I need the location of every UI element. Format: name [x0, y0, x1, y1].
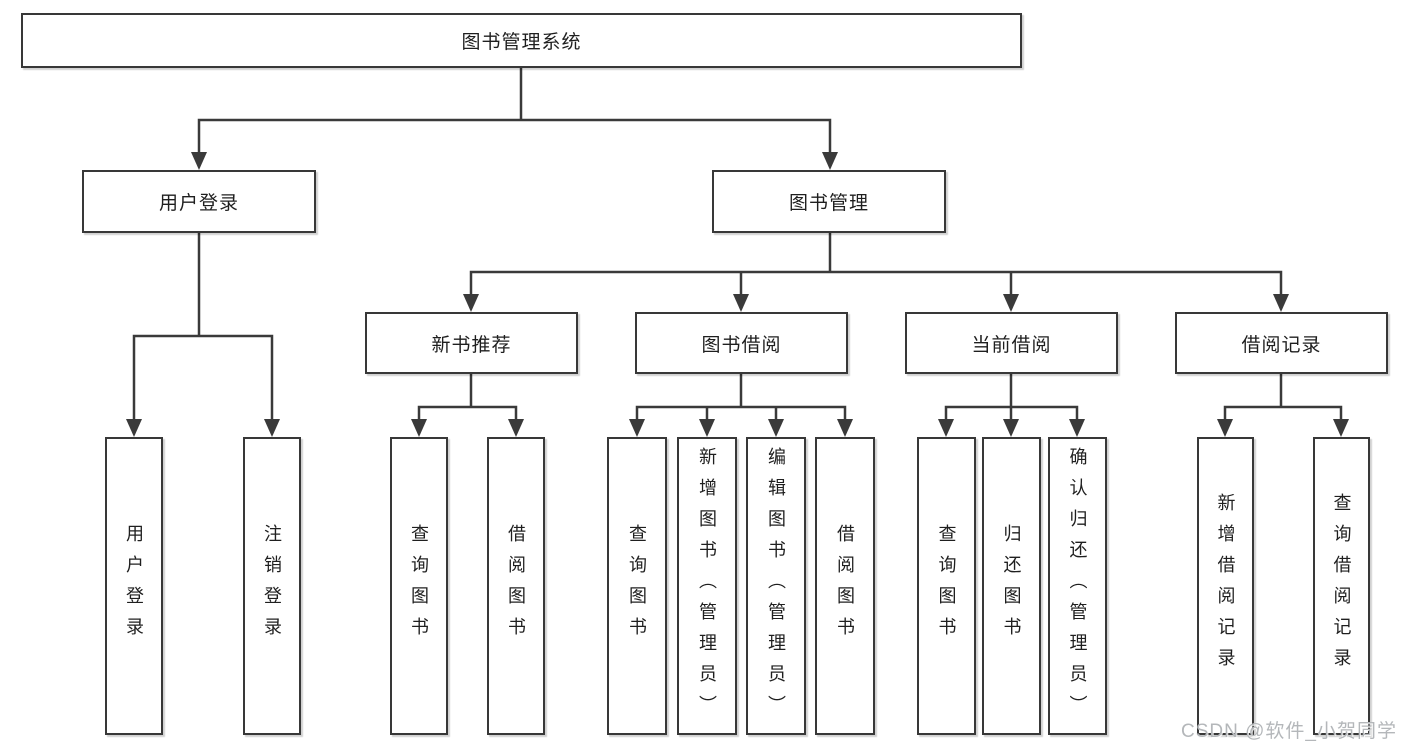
leaf-label: 查询图书 [627, 524, 647, 648]
node-book-management: 图书管理 [712, 170, 946, 233]
leaf-label: 借阅图书 [835, 524, 855, 648]
leaf-borrow-books-1: 借阅图书 [487, 437, 545, 735]
connector-borrow-leaves [635, 374, 847, 420]
leaf-label: 查询借阅记录 [1331, 493, 1352, 679]
node-new-book-recommend: 新书推荐 [365, 312, 578, 374]
leaf-query-borrow-record: 查询借阅记录 [1313, 437, 1370, 735]
leaf-label: 用户登录 [124, 524, 144, 648]
node-borrow-records: 借阅记录 [1175, 312, 1388, 374]
leaf-label: 注销登录 [262, 524, 282, 648]
arrowheads [126, 152, 1349, 437]
connector-newbook-leaves [417, 374, 518, 420]
connector-mgmt-level2 [469, 233, 1283, 295]
leaf-borrow-books-2: 借阅图书 [815, 437, 875, 735]
leaf-return-books: 归还图书 [982, 437, 1041, 735]
leaf-label: 归还图书 [1001, 524, 1022, 648]
node-book-borrow: 图书借阅 [635, 312, 848, 374]
leaf-add-borrow-record: 新增借阅记录 [1197, 437, 1254, 735]
leaf-user-login: 用户登录 [105, 437, 163, 735]
connector-records-leaves [1223, 374, 1343, 420]
leaf-label: 查询图书 [936, 524, 957, 648]
csdn-watermark: CSDN @软件_小贺同学 [1181, 721, 1397, 742]
node-library-system: 图书管理系统 [21, 13, 1022, 68]
leaf-label: 新增图书（管理员） [697, 446, 717, 726]
leaf-logout: 注销登录 [243, 437, 301, 735]
leaf-label: 确认归还（管理员） [1067, 446, 1088, 726]
leaf-add-book-admin: 新增图书（管理员） [677, 437, 737, 735]
leaf-label: 新增借阅记录 [1215, 493, 1236, 679]
node-current-borrow: 当前借阅 [905, 312, 1118, 374]
leaf-query-books-1: 查询图书 [390, 437, 448, 735]
leaf-query-books-2: 查询图书 [607, 437, 667, 735]
leaf-edit-book-admin: 编辑图书（管理员） [746, 437, 806, 735]
connector-current-leaves [944, 374, 1079, 420]
leaf-label: 编辑图书（管理员） [766, 446, 786, 726]
connector-root-level1 [197, 68, 832, 153]
leaf-label: 查询图书 [409, 524, 429, 648]
leaf-label: 借阅图书 [506, 524, 526, 648]
node-user-login: 用户登录 [82, 170, 316, 233]
leaf-confirm-return-admin: 确认归还（管理员） [1048, 437, 1107, 735]
connector-login-leaves [132, 233, 274, 420]
leaf-query-books-3: 查询图书 [917, 437, 976, 735]
